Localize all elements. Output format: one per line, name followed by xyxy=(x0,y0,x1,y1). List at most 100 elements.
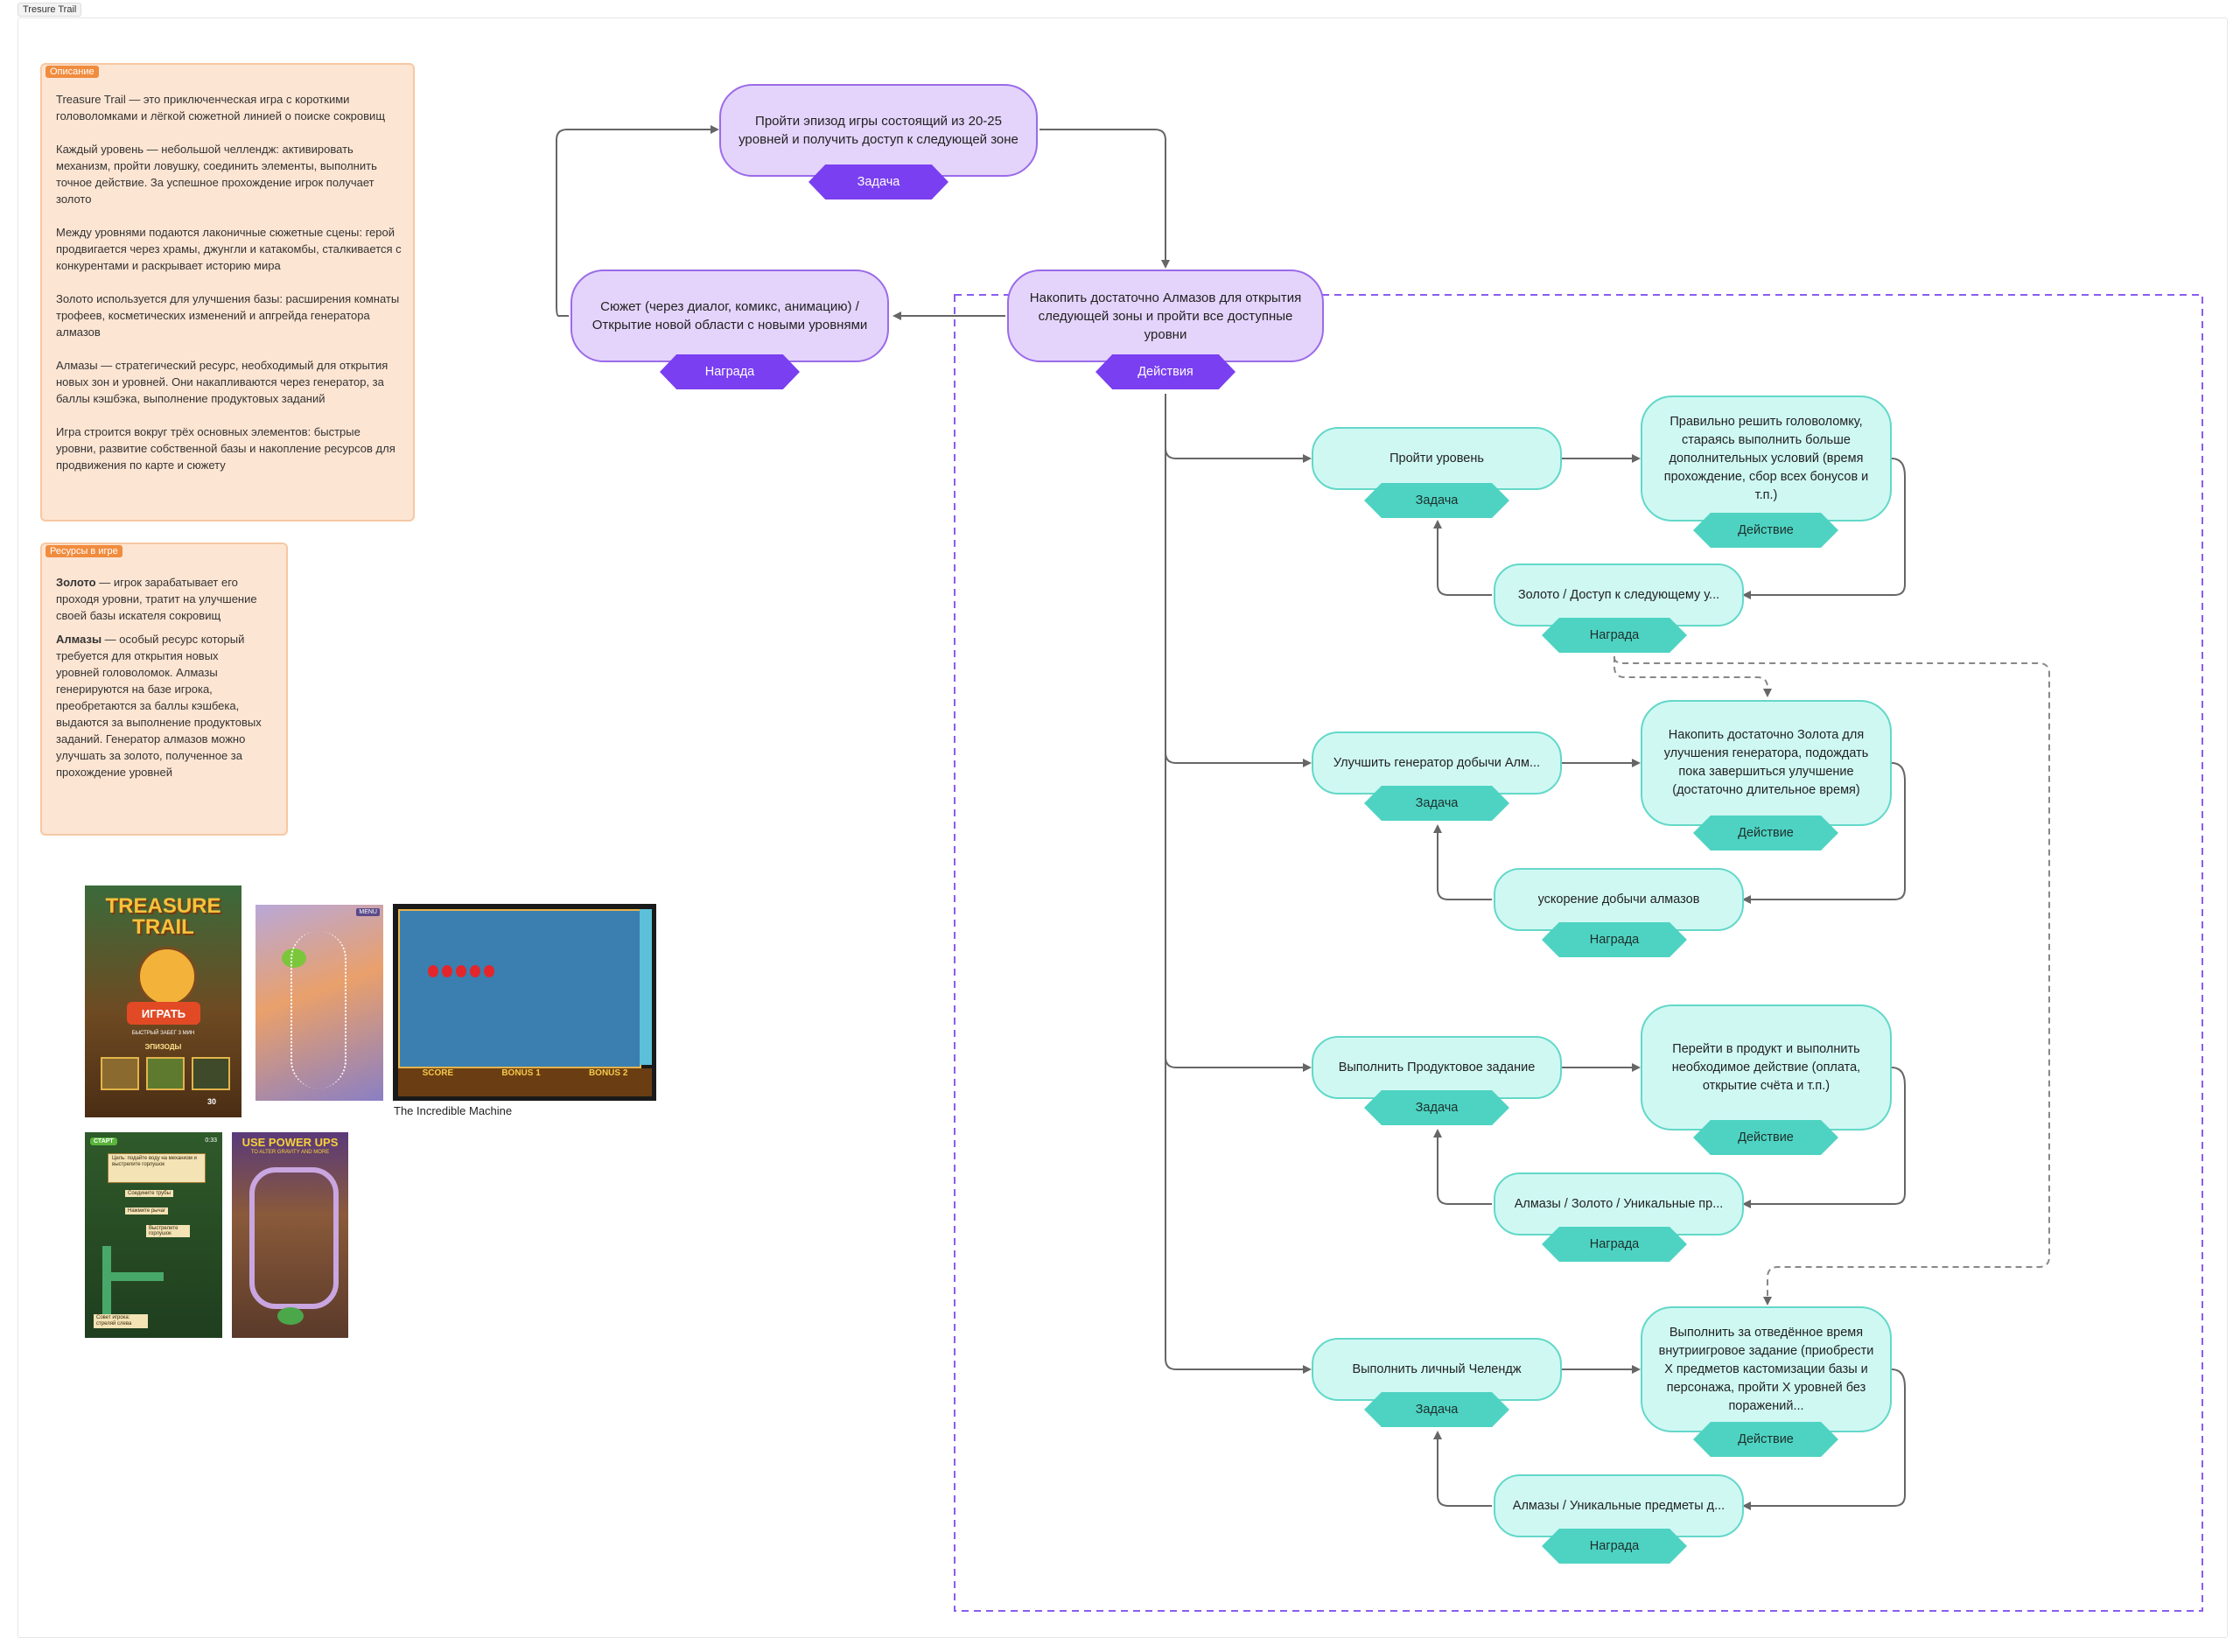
top-task-node[interactable]: Пройти эпизод игры состоящий из 20-25 ур… xyxy=(719,84,1038,177)
gold-label: Золото xyxy=(56,576,96,589)
connector-action-to-reward xyxy=(1742,762,1906,904)
node-text: Перейти в продукт и выполнить необходимо… xyxy=(1671,1041,1861,1093)
frame-title[interactable]: Tresure Trail xyxy=(18,3,82,17)
node-text: Выполнить Продуктовое задание xyxy=(1338,1060,1536,1074)
pipes-step: Нажмите рычаг xyxy=(125,1208,169,1214)
connector-trunk xyxy=(1165,394,1177,1370)
reward-node-unique-items[interactable]: Алмазы / Уникальные предметы д... xyxy=(1494,1474,1744,1537)
power-ups-banner: USE POWER UPS xyxy=(242,1136,339,1149)
connector-action-to-reward xyxy=(1742,1368,1906,1510)
tag-reward: Награда xyxy=(1542,1227,1687,1262)
pipes-step: Соедините трубы xyxy=(125,1190,173,1197)
power-ups-subtitle: TO ALTER GRAVITY AND MORE xyxy=(250,1150,330,1155)
tag-action: Действие xyxy=(1693,1422,1838,1457)
reward-node-faster-diamonds[interactable]: ускорение добычи алмазов xyxy=(1494,868,1744,931)
power-ups-image[interactable]: USE POWER UPS TO ALTER GRAVITY AND MORE xyxy=(232,1132,348,1338)
node-text: Золото / Доступ к следующему у... xyxy=(1517,587,1720,602)
main-action-node[interactable]: Накопить достаточно Алмазов для открытия… xyxy=(1007,270,1324,362)
note-paragraph: Алмазы — стратегический ресурс, необходи… xyxy=(56,359,388,405)
action-node-timed-quest[interactable]: Выполнить за отведённое время внутриигро… xyxy=(1641,1306,1892,1432)
note-paragraph: Между уровнями подаются лаконичные сюжет… xyxy=(56,226,402,272)
gold-text: — игрок зарабатывает его проходя уровни,… xyxy=(56,576,257,622)
pipes-start-badge: СТАРТ xyxy=(90,1138,117,1145)
resources-note[interactable]: Ресурсы в игре Золото — игрок зарабатыва… xyxy=(40,542,288,836)
tag-action: Действие xyxy=(1693,513,1838,548)
tag-action: Действие xyxy=(1693,1120,1838,1155)
task-node-pass-level[interactable]: Пройти уровень xyxy=(1312,427,1562,490)
action-node-solve-puzzle[interactable]: Правильно решить головоломку, стараясь в… xyxy=(1641,396,1892,522)
tag-reward: Награда xyxy=(1542,922,1687,957)
node-text: Пройти эпизод игры состоящий из 20-25 ур… xyxy=(738,114,1018,147)
node-text: Пройти уровень xyxy=(1390,451,1484,466)
reward-node-gold[interactable]: Золото / Доступ к следующему у... xyxy=(1494,564,1744,626)
node-text: Накопить достаточно Золота для улучшения… xyxy=(1663,728,1869,797)
episode-thumb xyxy=(101,1057,139,1090)
reward-node-diamonds-gold[interactable]: Алмазы / Золото / Уникальные пр... xyxy=(1494,1172,1744,1236)
tag-task: Задача xyxy=(1364,1392,1509,1427)
task-node-upgrade-generator[interactable]: Улучшить генератор добычи Алм... xyxy=(1312,732,1562,794)
actions-container xyxy=(954,294,2203,1612)
task-node-product-quest[interactable]: Выполнить Продуктовое задание xyxy=(1312,1036,1562,1099)
connector-branch xyxy=(1165,447,1312,463)
score-label: SCORE xyxy=(422,1068,454,1078)
pipes-puzzle-image[interactable]: СТАРТ 0:33 Цель: подайте воду на механиз… xyxy=(85,1132,222,1338)
node-text: Выполнить за отведённое время внутриигро… xyxy=(1658,1325,1874,1413)
diamonds-text: — особый ресурс который требуется для от… xyxy=(56,633,262,779)
bonus1-label: BONUS 1 xyxy=(501,1068,541,1078)
tunnel-path xyxy=(249,1167,339,1309)
episode-thumb xyxy=(146,1057,185,1090)
connector-branch xyxy=(1165,752,1312,767)
note-paragraph: Игра строится вокруг трёх основных элеме… xyxy=(56,425,396,472)
tag-action: Действие xyxy=(1693,816,1838,850)
task-node-personal-challenge[interactable]: Выполнить личный Челендж xyxy=(1312,1338,1562,1401)
node-text: Сюжет (через диалог, комикс, анимацию) /… xyxy=(592,299,868,332)
treasure-trail-poster-image[interactable]: TREASURE TRAIL ИГРАТЬ БЫСТРЫЙ ЗАБЕГ 3 МИ… xyxy=(85,886,242,1117)
rope-puzzle-image[interactable]: MENU xyxy=(256,905,383,1101)
balloon-icon xyxy=(442,965,452,977)
tag-actions: Действия xyxy=(1096,354,1236,389)
incredible-machine-image[interactable]: SCORE BONUS 1 BONUS 2 xyxy=(393,904,656,1101)
note-tag: Описание xyxy=(46,66,99,78)
pipe-icon xyxy=(102,1272,164,1281)
poster-count: 30 xyxy=(207,1097,217,1106)
note-body: Treasure Trail — это приключенческая игр… xyxy=(56,91,402,490)
pipes-goal: Цель: подайте воду на механизм и выстрел… xyxy=(112,1156,197,1167)
tag-reward: Награда xyxy=(1542,1529,1687,1564)
machine-side-panel xyxy=(640,909,652,1065)
poster-subtitle: БЫСТРЫЙ ЗАБЕГ 3 МИН xyxy=(131,1031,195,1036)
balloon-icon xyxy=(456,965,466,977)
connector-dashed-link xyxy=(1614,656,1772,697)
description-note[interactable]: Описание Treasure Trail — это приключенч… xyxy=(40,63,415,522)
balloon-icon xyxy=(470,965,480,977)
gator-character-icon xyxy=(277,1307,304,1325)
node-text: Накопить достаточно Алмазов для открытия… xyxy=(1029,290,1302,342)
note-body: Золото — игрок зарабатывает его проходя … xyxy=(56,574,262,788)
tag-reward: Награда xyxy=(660,354,800,389)
balloon-icon xyxy=(484,965,494,977)
node-text: Выполнить личный Челендж xyxy=(1352,1362,1522,1376)
rope-path xyxy=(290,931,346,1088)
action-node-go-to-product[interactable]: Перейти в продукт и выполнить необходимо… xyxy=(1641,1004,1892,1130)
tag-reward: Награда xyxy=(1542,618,1687,653)
action-node-collect-gold[interactable]: Накопить достаточно Золота для улучшения… xyxy=(1641,700,1892,826)
pipes-goal-card: Цель: подайте воду на механизм и выстрел… xyxy=(108,1153,206,1183)
connector-reward-to-task xyxy=(1433,1431,1492,1507)
node-text: ускорение добычи алмазов xyxy=(1537,892,1700,906)
node-text: Алмазы / Золото / Уникальные пр... xyxy=(1514,1196,1724,1211)
note-paragraph: Treasure Trail — это приключенческая игр… xyxy=(56,93,386,122)
episode-thumb xyxy=(192,1057,230,1090)
story-reward-node[interactable]: Сюжет (через диалог, комикс, анимацию) /… xyxy=(570,270,889,362)
note-paragraph: Каждый уровень — небольшой челлендж: акт… xyxy=(56,143,377,206)
poster-episodes-label: ЭПИЗОДЫ xyxy=(144,1043,182,1051)
connector-branch xyxy=(1165,1056,1312,1072)
connector-reward-to-task xyxy=(1433,824,1492,900)
balloon-icon xyxy=(428,965,438,977)
connector-reward-to-task xyxy=(1433,1129,1492,1205)
incredible-machine-caption: The Incredible Machine xyxy=(394,1104,513,1117)
tag-task: Задача xyxy=(1364,786,1509,821)
connector-story-to-task xyxy=(556,125,719,317)
poster-title: TREASURE TRAIL xyxy=(105,894,221,939)
pipes-tip: Совет игрока: стреляй слева xyxy=(94,1314,148,1328)
tag-task: Задача xyxy=(808,164,948,200)
